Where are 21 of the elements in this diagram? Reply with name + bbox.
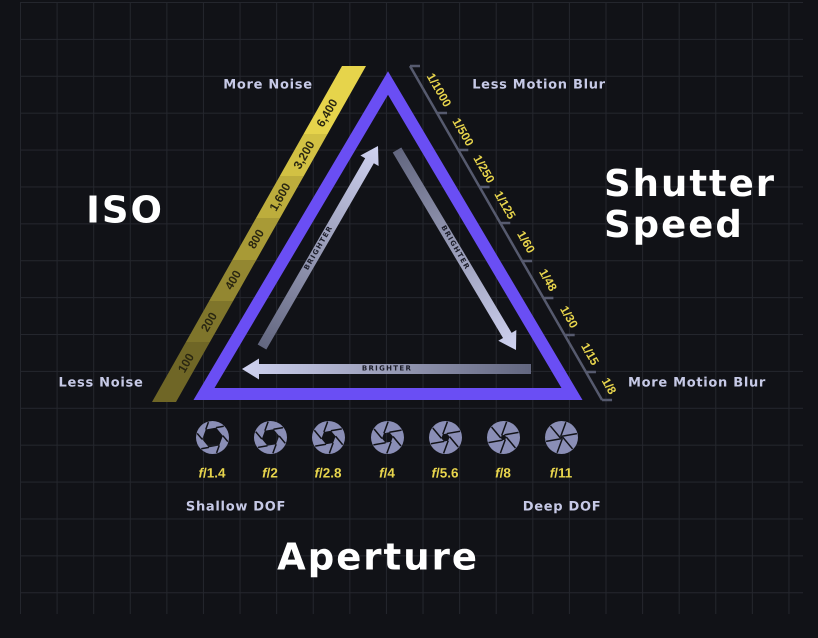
f-number: f/11 (550, 466, 572, 480)
iso-value: 800 (245, 226, 268, 252)
iso-value: 100 (174, 350, 198, 376)
iso-value: 400 (222, 268, 244, 292)
section-heading: ISO (86, 188, 164, 232)
f-number: f/2 (262, 466, 278, 480)
scale-end-label: More Motion Blur (628, 376, 766, 390)
shutter-speed-value: 1/8 (598, 375, 620, 397)
f-number: f/1.4 (198, 466, 226, 480)
f-number: f/4 (379, 466, 395, 480)
f-number: f/2.8 (314, 466, 342, 480)
scale-end-label: Less Motion Blur (472, 78, 606, 92)
section-heading: Aperture (277, 536, 479, 578)
scale-end-label: Shallow DOF (186, 500, 286, 514)
section-heading: Shutter Speed (604, 163, 778, 245)
f-number: f/5.6 (431, 466, 459, 480)
f-number: f/8 (495, 466, 511, 480)
scale-end-label: More Noise (223, 78, 313, 92)
iso-value: 200 (198, 310, 220, 334)
scale-end-label: Deep DOF (522, 500, 602, 514)
scale-end-label: Less Noise (58, 376, 144, 390)
